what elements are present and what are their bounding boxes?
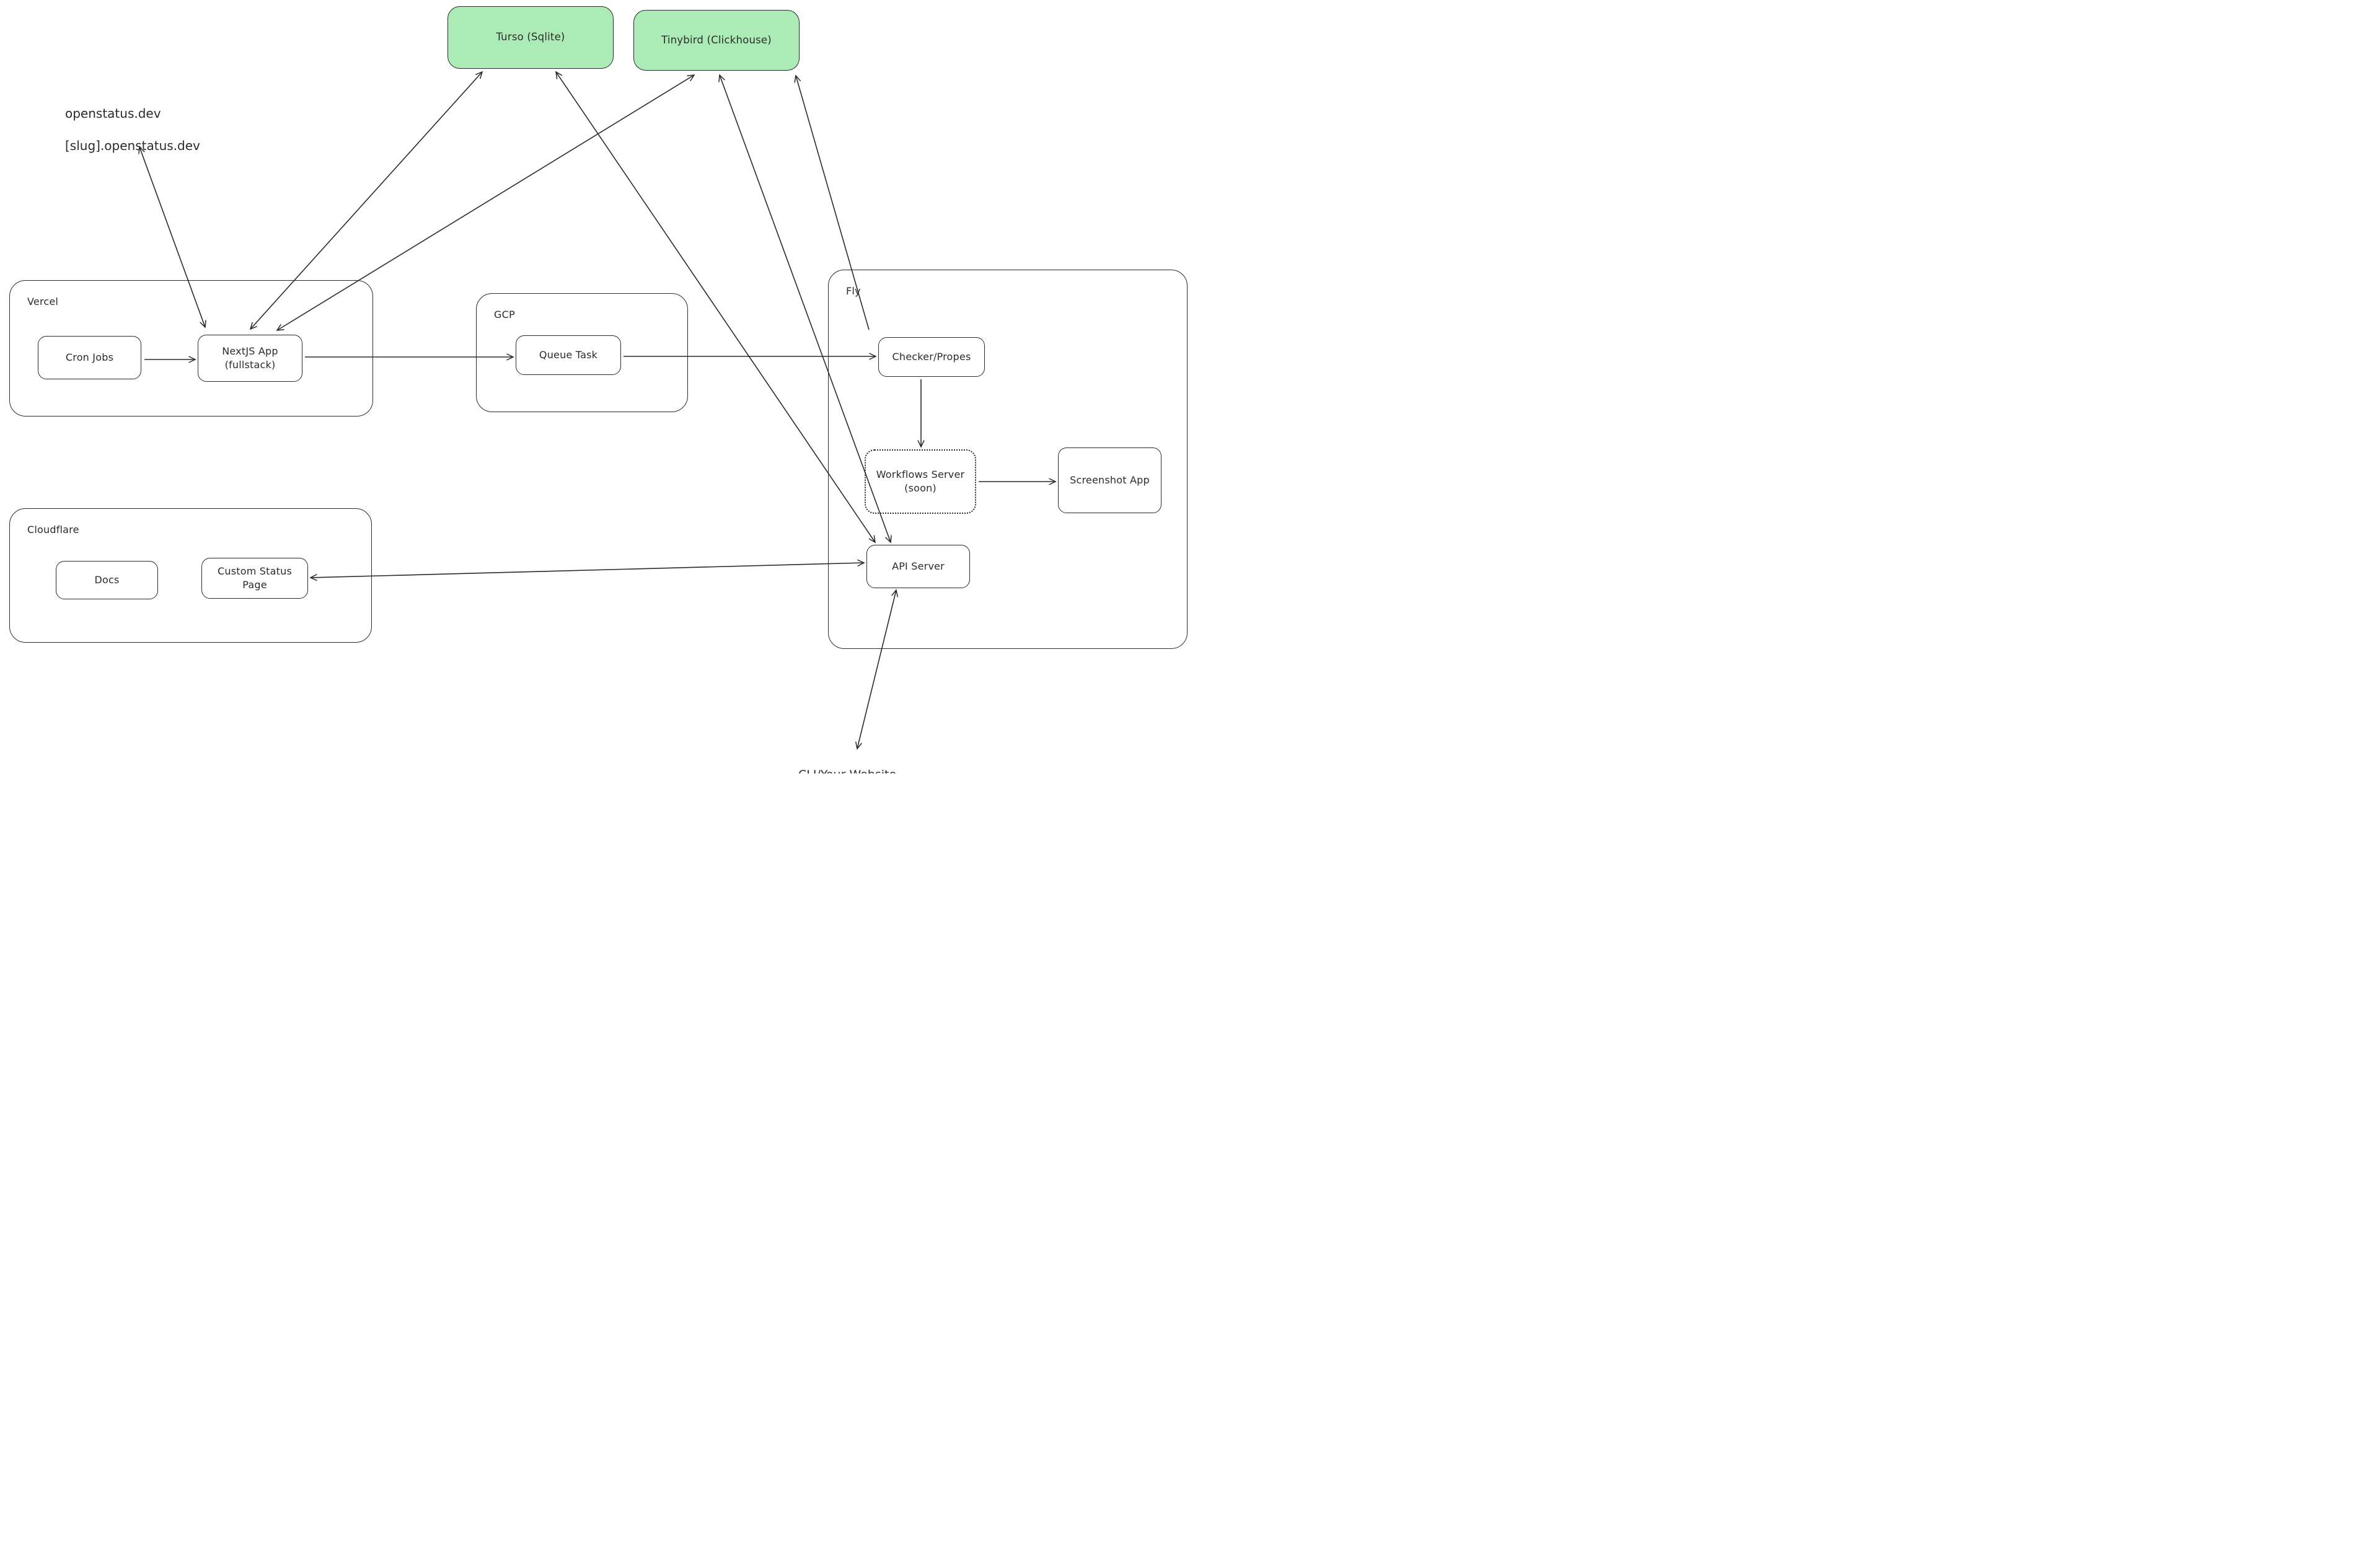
node-tinybird: Tinybird (Clickhouse): [633, 10, 800, 71]
node-api-server: API Server: [866, 545, 970, 588]
node-workflows-server-label-line2: (soon): [904, 482, 937, 494]
node-checker-label: Checker/Propes: [892, 351, 971, 363]
node-workflows-server-label-line1: Workflows Server: [876, 469, 965, 481]
node-nextjs-app-label-line2: (fullstack): [224, 359, 276, 371]
node-workflows-server: Workflows Server (soon): [865, 449, 976, 514]
node-nextjs-app: NextJS App (fullstack): [198, 335, 302, 382]
container-cloudflare-label: Cloudflare: [27, 524, 79, 536]
node-tinybird-label: Tinybird (Clickhouse): [661, 33, 772, 46]
node-docs-label: Docs: [94, 574, 120, 586]
architecture-diagram: Vercel GCP Fly Cloudflare Turso (Sqlite)…: [0, 0, 1190, 774]
node-custom-status-page: Custom Status Page: [201, 558, 308, 599]
container-fly-label: Fly: [846, 285, 861, 297]
arrow-apiserver-statuspage: [311, 563, 864, 578]
node-cron-jobs: Cron Jobs: [38, 336, 141, 379]
node-checker: Checker/Propes: [878, 337, 985, 377]
node-turso-label: Turso (Sqlite): [496, 31, 565, 43]
container-gcp-label: GCP: [494, 309, 515, 320]
domains-line1: openstatus.dev: [65, 106, 161, 121]
cli-label: CLI/Your Website: [798, 768, 896, 774]
node-screenshot-app: Screenshot App: [1058, 447, 1161, 513]
node-api-server-label: API Server: [892, 560, 945, 573]
node-docs: Docs: [56, 561, 158, 599]
node-custom-status-page-label: Custom Status Page: [218, 565, 292, 591]
node-turso: Turso (Sqlite): [447, 6, 614, 69]
node-queue-task-label: Queue Task: [539, 349, 598, 361]
container-vercel-label: Vercel: [27, 296, 59, 307]
node-queue-task: Queue Task: [516, 335, 621, 375]
node-cron-jobs-label: Cron Jobs: [65, 351, 114, 364]
domains-annotation: openstatus.dev [slug].openstatus.dev: [65, 105, 200, 154]
domains-line2: [slug].openstatus.dev: [65, 138, 200, 153]
node-nextjs-app-label-line1: NextJS App: [222, 345, 278, 358]
node-screenshot-app-label: Screenshot App: [1070, 474, 1150, 487]
cli-annotation: CLI/Your Website: [772, 752, 908, 774]
